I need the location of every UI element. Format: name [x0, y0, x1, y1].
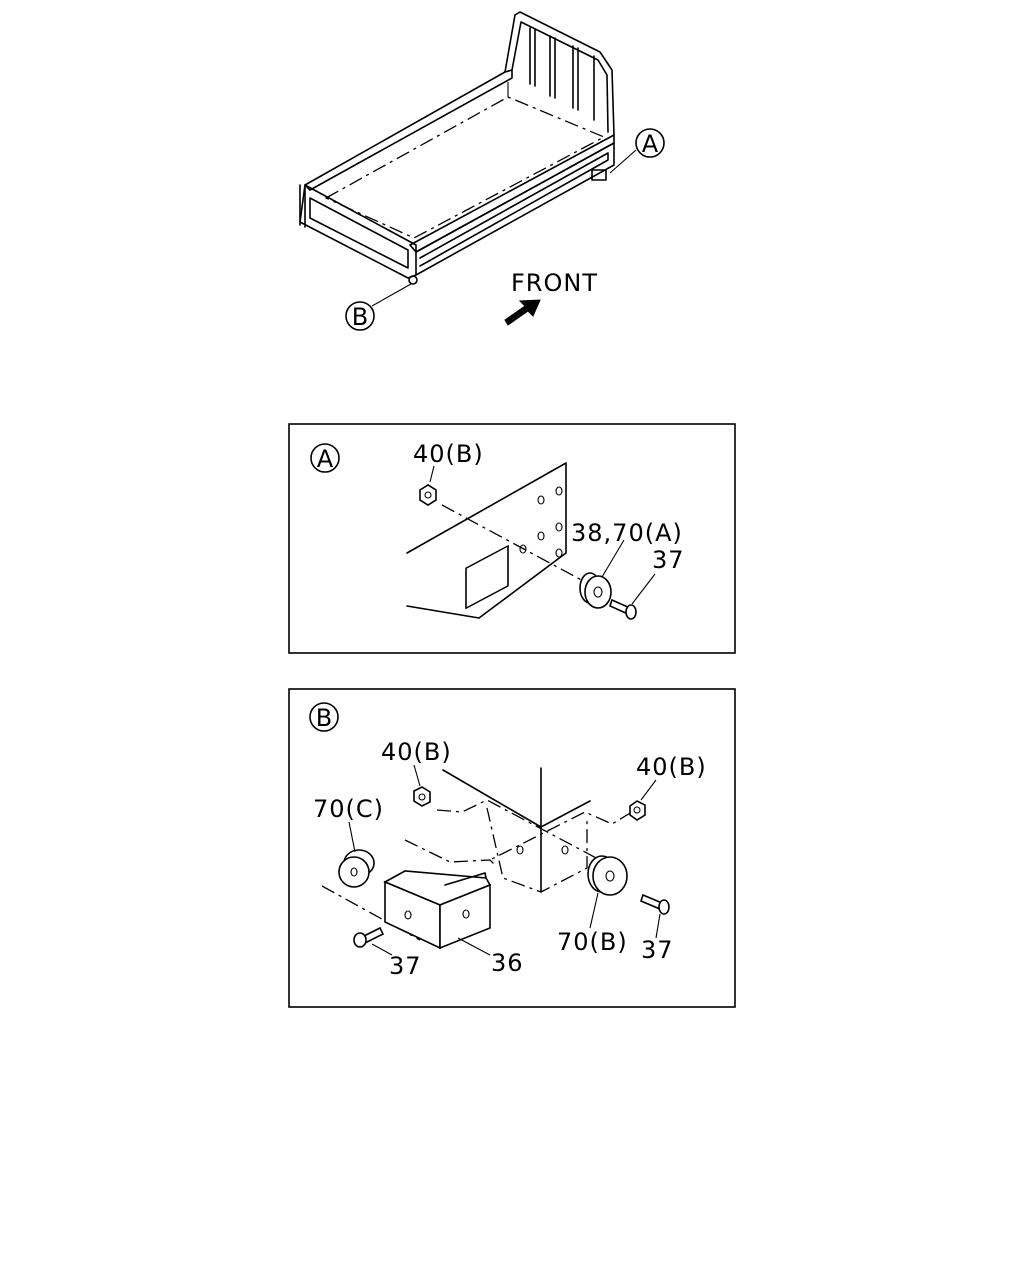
plate-holes	[519, 486, 563, 558]
bracket-36[interactable]	[383, 870, 492, 950]
rubber-mount-70c[interactable]	[338, 849, 375, 888]
nut-40b[interactable]	[419, 484, 437, 506]
headboard	[504, 11, 615, 136]
front-arrow-icon	[504, 299, 541, 326]
detail-a-title-circle	[310, 443, 340, 473]
detail-a-title: A	[317, 445, 334, 473]
frame-slot	[465, 544, 509, 610]
detail-b-frame	[288, 688, 736, 1008]
detail-b-title-circle	[309, 702, 339, 732]
label-36: 36	[491, 949, 524, 977]
callout-b[interactable]: B	[345, 283, 412, 331]
mount-point-b	[408, 275, 418, 285]
rubber-mount-70a[interactable]	[579, 572, 612, 609]
front-label: FRONT	[511, 269, 598, 297]
truck-bed-overview: A B FRONT	[299, 11, 665, 331]
left-side-wall	[304, 69, 513, 191]
detail-a-frame	[288, 423, 736, 654]
side-panel	[415, 142, 615, 276]
callout-a-label: A	[642, 130, 659, 158]
label-38-70a: 38,70(A)	[571, 519, 683, 547]
frame-corner	[442, 769, 591, 828]
nut-40b-left[interactable]	[413, 786, 431, 807]
mount-point-a	[591, 169, 607, 181]
callout-a[interactable]: A	[609, 128, 665, 174]
frame-plate	[406, 462, 567, 619]
label-37: 37	[652, 546, 685, 574]
label-40b-left: 40(B)	[381, 738, 452, 766]
bolt-37-right[interactable]	[640, 893, 670, 915]
callout-b-label: B	[352, 303, 368, 331]
bolt-37[interactable]	[609, 598, 637, 620]
right-side-wall-top	[409, 134, 615, 253]
detail-b-panel: B 40(B) 40(B) 70(C)	[288, 688, 736, 1008]
rubber-mount-70b[interactable]	[587, 855, 628, 896]
bed-floor	[324, 96, 606, 239]
label-40b-right: 40(B)	[636, 753, 707, 781]
label-70c: 70(C)	[313, 795, 384, 823]
detail-a-panel: A 40(B) 38,70(A)	[288, 423, 736, 654]
label-37-right: 37	[641, 936, 674, 964]
label-70b: 70(B)	[557, 928, 628, 956]
label-40b: 40(B)	[413, 440, 484, 468]
nut-40b-right[interactable]	[629, 800, 646, 821]
bolt-37-left[interactable]	[353, 926, 385, 948]
detail-b-title: B	[316, 704, 332, 732]
label-37-left: 37	[389, 952, 422, 980]
